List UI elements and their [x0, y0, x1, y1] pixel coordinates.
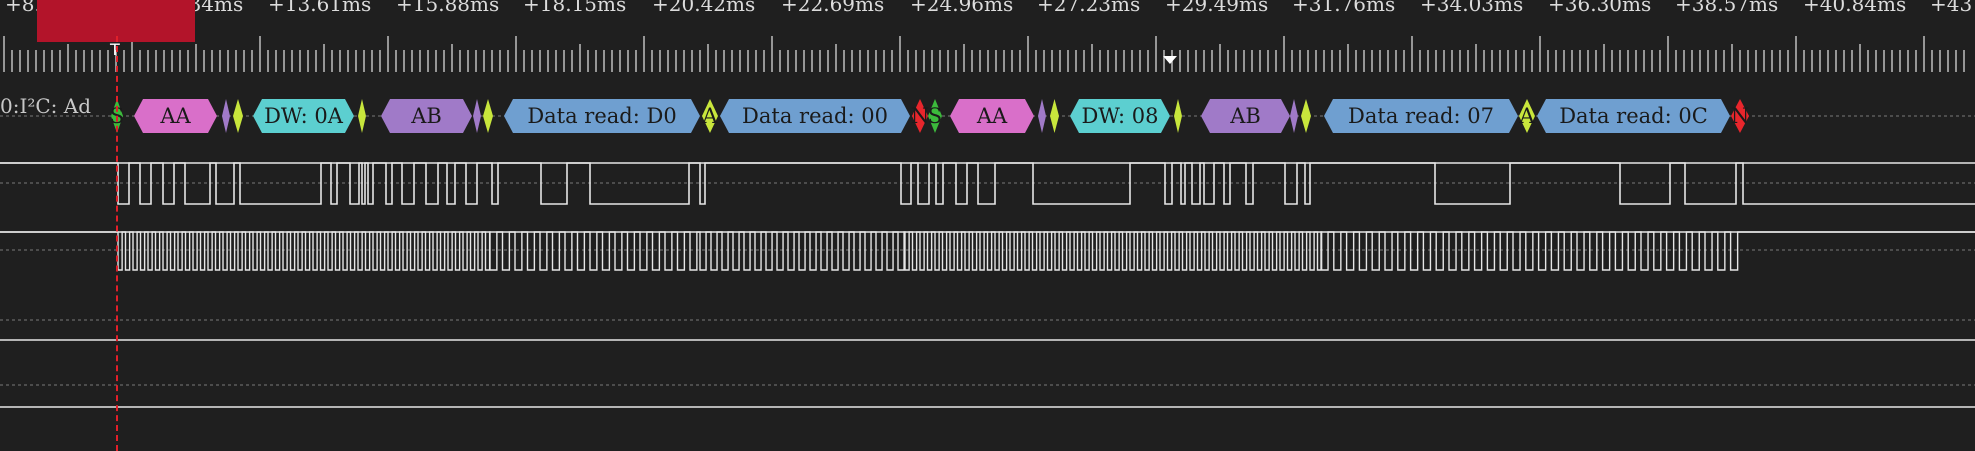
svg-text:DW: 0A: DW: 0A [264, 104, 344, 128]
decode-segment-rw[interactable] [473, 99, 481, 133]
trigger-cursor[interactable] [116, 36, 118, 451]
trigger-label: T [110, 40, 120, 59]
time-ruler[interactable] [0, 36, 1975, 72]
decode-segment-ack[interactable]: A [1518, 99, 1535, 133]
scl-trace [0, 231, 1975, 271]
tick-label: +18.15ms [523, 0, 627, 16]
decode-segment-rw[interactable] [1038, 99, 1046, 133]
decode-segment-ack-small[interactable] [483, 99, 493, 133]
svg-text:DW: 08: DW: 08 [1081, 104, 1158, 128]
tick-label: +20.42ms [652, 0, 756, 16]
decode-segment-addr-read[interactable]: AB [381, 99, 472, 133]
decode-segment-addr[interactable]: AA [950, 99, 1034, 133]
decode-segment-ack-small[interactable] [1050, 99, 1059, 133]
decoder-channel-name[interactable]: 0:I²C: Ad [0, 94, 92, 118]
decode-segment-read[interactable]: Data read: 07 [1324, 99, 1518, 133]
decode-segment-ack[interactable]: A [701, 99, 718, 133]
tick-label: +22.69ms [781, 0, 885, 16]
svg-text:A: A [1518, 104, 1535, 128]
decode-segment-addr-read[interactable]: AB [1201, 99, 1290, 133]
tick-label: +24.96ms [910, 0, 1014, 16]
tick-label: +29.49ms [1165, 0, 1269, 16]
sda-trace [0, 162, 1975, 205]
tick-label: +31.76ms [1292, 0, 1396, 16]
tick-label: +40.84ms [1803, 0, 1907, 16]
tick-label: +34.03ms [1420, 0, 1524, 16]
svg-text:Data read: 07: Data read: 07 [1348, 104, 1494, 128]
decode-segment-write[interactable]: DW: 08 [1070, 99, 1170, 133]
tick-label: +43 [1930, 0, 1973, 16]
svg-text:AA: AA [976, 104, 1008, 128]
tick-label: +38.57ms [1675, 0, 1779, 16]
decode-segment-rw[interactable] [1290, 99, 1298, 133]
svg-text:AB: AB [1229, 104, 1261, 128]
svg-text:S: S [928, 104, 942, 128]
svg-text:A: A [701, 104, 718, 128]
decode-segment-read[interactable]: Data read: 00 [720, 99, 910, 133]
svg-text:N: N [911, 104, 929, 128]
tick-label: +13.61ms [268, 0, 372, 16]
triangle-down-icon [1163, 56, 1177, 64]
decode-segment-rw[interactable] [222, 99, 230, 133]
digital-traces[interactable] [0, 150, 1975, 430]
decode-segment-write[interactable]: DW: 0A [253, 99, 354, 133]
svg-text:N: N [1731, 104, 1749, 128]
decode-segment-ack-small[interactable] [1301, 99, 1311, 133]
svg-text:AB: AB [410, 104, 442, 128]
tick-label: +36.30ms [1548, 0, 1652, 16]
decode-segment-ack-small[interactable] [1174, 99, 1182, 133]
decode-segment-ack-small[interactable] [358, 99, 366, 133]
decode-segment-ack-small[interactable] [233, 99, 243, 133]
decode-segment-nack[interactable]: N [911, 99, 929, 133]
trigger-flag[interactable] [37, 0, 195, 42]
tick-label: +15.88ms [396, 0, 500, 16]
decode-segment-read[interactable]: Data read: 0C [1537, 99, 1730, 133]
decode-segment-addr[interactable]: AA [134, 99, 217, 133]
svg-text:Data read: D0: Data read: D0 [527, 104, 676, 128]
svg-text:Data read: 00: Data read: 00 [742, 104, 888, 128]
tick-label: +27.23ms [1037, 0, 1141, 16]
decode-segment-read[interactable]: Data read: D0 [504, 99, 700, 133]
decode-segment-nack[interactable]: N [1731, 99, 1749, 133]
svg-text:Data read: 0C: Data read: 0C [1559, 104, 1708, 128]
svg-text:AA: AA [159, 104, 191, 128]
decode-segment-start[interactable]: S [928, 99, 942, 133]
